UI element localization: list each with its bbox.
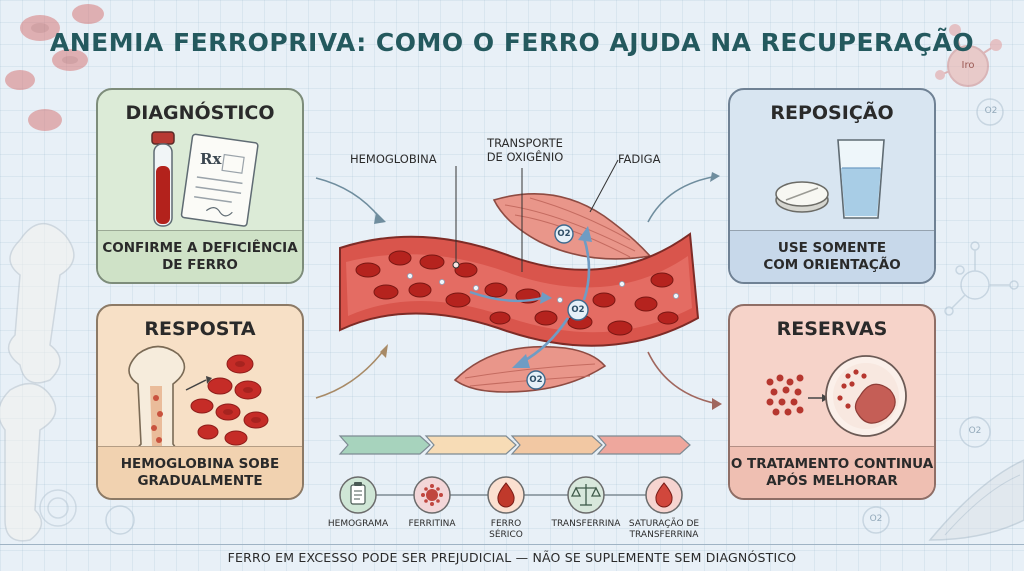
label-line: FERRO (490, 519, 522, 529)
red-cells-in-vessel (355, 250, 679, 336)
caption-line: DE FERRO (162, 256, 238, 273)
card-resposta: RESPOSTA (96, 304, 304, 500)
o2-bg-label: O2 (984, 106, 998, 116)
footer-warning: FERRO EM EXCESSO PODE SER PREJUDICIAL — … (227, 550, 797, 565)
caption-line: HEMOGLOBINA SOBE (120, 455, 280, 472)
caption-line: GRADUALMENTE (137, 472, 263, 489)
caption-line: APÓS MELHORAR (766, 472, 898, 489)
arrow-vessel-to-repo (647, 175, 719, 223)
iron-molecule-label: Iro (961, 60, 975, 71)
test-label-transferrina: TRANSFERRINA (541, 519, 631, 530)
bg-red-cells-icon (5, 4, 104, 131)
test-tube-prescription-icon: Rx (151, 131, 259, 227)
card-reservas: RESERVAS O TRATAMENTO CONTINUA (728, 304, 936, 500)
o2-bg-label: O2 (869, 514, 883, 524)
label-line: TRANSPORTE (487, 136, 563, 150)
label-transporte-oxigenio: TRANSPORTE DE OXIGÊNIO (470, 136, 580, 164)
caption-line: COM ORIENTAÇÃO (763, 256, 901, 273)
card-reposicao-title: REPOSIÇÃO (770, 102, 894, 124)
label-line: FERRITINA (408, 519, 456, 529)
card-resposta-title: RESPOSTA (144, 318, 256, 340)
rx-symbol: Rx (200, 150, 222, 168)
label-line: SÉRICO (489, 530, 523, 540)
o2-bg-label: O2 (968, 426, 982, 436)
arrow-resp-to-vessel (315, 349, 385, 399)
bg-bone-icon (0, 223, 75, 542)
bg-iron-molecule-icon (935, 24, 1002, 87)
card-diagnostico-caption: CONFIRME A DEFICIÊNCIA DE FERRO (98, 230, 302, 282)
label-line: DE OXIGÊNIO (486, 150, 564, 164)
bg-o2-bubbles-icon (105, 98, 1004, 535)
card-diagnostico-title: DIAGNÓSTICO (125, 102, 275, 124)
caption-line: USE SOMENTE (777, 239, 887, 256)
label-line: TRANSFERRINA (629, 530, 699, 540)
card-resposta-caption: HEMOGLOBINA SOBE GRADUALMENTE (98, 446, 302, 498)
card-diagnostico: DIAGNÓSTICO Rx CONFIRME A DEFICIÊNCIA DE… (96, 88, 304, 284)
test-label-ferro-serico: FERRO SÉRICO (461, 519, 551, 541)
label-line: HEMOGRAMA (327, 519, 389, 529)
flow-arrows (315, 175, 719, 405)
label-fadiga: FADIGA (618, 152, 661, 166)
bg-o2-molecule-icon (944, 241, 1019, 316)
card-reposicao-caption: USE SOMENTE COM ORIENTAÇÃO (730, 230, 934, 282)
o2-label: O2 (529, 375, 543, 385)
caption-line: CONFIRME A DEFICIÊNCIA (102, 239, 298, 256)
footer-divider (0, 544, 1024, 545)
muscle-bottom-icon (453, 345, 607, 393)
label-hemoglobina: HEMOGLOBINA (350, 152, 437, 166)
label-line: TRANSFERRINA (551, 519, 621, 529)
page-title: ANEMIA FERROPRIVA: COMO O FERRO AJUDA NA… (49, 28, 975, 57)
bone-marrow-cells-icon (128, 345, 269, 475)
label-line: SATURAÇÃO DE (628, 519, 700, 529)
arrow-diag-to-vessel (315, 177, 381, 219)
test-label-hemograma: HEMOGRAMA (313, 519, 403, 530)
oxygen-transport-arrows (512, 226, 592, 368)
o2-label: O2 (557, 229, 571, 239)
card-reservas-title: RESERVAS (776, 318, 888, 340)
iron-storage-cell-icon (766, 355, 907, 437)
o2-label: O2 (571, 305, 585, 315)
progress-chevrons (338, 435, 691, 455)
test-label-ferritina: FERRITINA (387, 519, 477, 530)
card-reservas-caption: O TRATAMENTO CONTINUA APÓS MELHORAR (730, 446, 934, 498)
pill-water-glass-icon (775, 139, 885, 219)
card-reposicao: REPOSIÇÃO USE SOMENTE COM ORIENTAÇÃO (728, 88, 936, 284)
o2-molecule-icon (526, 224, 589, 390)
arrow-vessel-to-res (647, 351, 719, 405)
caption-line: O TRATAMENTO CONTINUA (730, 455, 934, 472)
test-label-saturacao: SATURAÇÃO DE TRANSFERRINA (619, 519, 709, 541)
bg-muscle-icon (928, 459, 1024, 541)
